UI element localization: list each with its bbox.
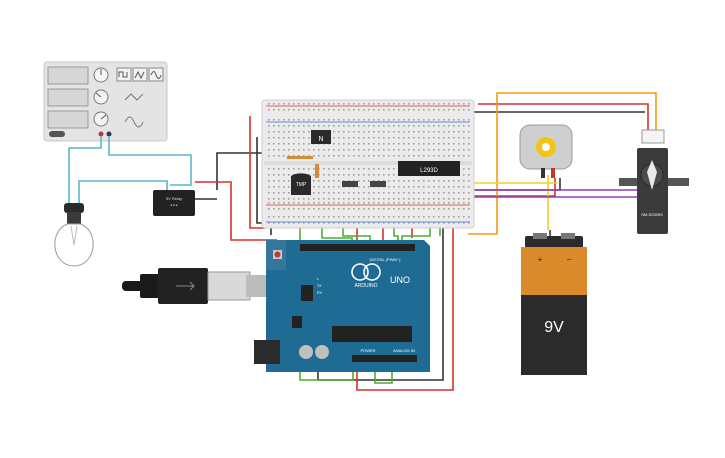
output-terminal-positive[interactable] (98, 131, 104, 137)
svg-text:ARDUINO: ARDUINO (354, 283, 377, 289)
temperature-sensor[interactable]: TMP (291, 173, 311, 195)
battery-voltage-label: 9V (544, 319, 564, 336)
sine-wave-icon (124, 116, 144, 128)
relay-module[interactable]: 5V Relay ■ ■ ■ (153, 190, 195, 216)
red-wire-servo[interactable] (478, 103, 649, 130)
pushbutton-2[interactable] (370, 181, 386, 187)
cyan-wire-1[interactable] (68, 136, 102, 205)
arduino-uno[interactable]: ARDUINO UNO DIGITAL (PWM~) POWER ANALOG … (254, 240, 430, 372)
servo-horn-icon (647, 160, 657, 190)
cyan-wire-2[interactable] (108, 136, 192, 186)
battery-9v[interactable]: + − 9V (521, 233, 587, 375)
triangle-wave-icon (124, 93, 144, 101)
output-terminal-negative[interactable] (106, 131, 112, 137)
npn-transistor[interactable]: N (311, 130, 331, 144)
black-wire-relay[interactable] (216, 152, 262, 190)
svg-text:■ ■ ■: ■ ■ ■ (170, 203, 177, 207)
square-wave-button[interactable] (116, 67, 132, 82)
resistor[interactable] (287, 156, 319, 178)
svg-text:TX: TX (317, 284, 322, 288)
power-switch[interactable] (49, 131, 65, 137)
cyan-wire-3[interactable] (78, 180, 168, 205)
motor-driver-chip[interactable]: L293D (398, 161, 460, 176)
svg-text:+: + (538, 255, 543, 264)
svg-text:ANALOG IN: ANALOG IN (393, 348, 415, 353)
svg-text:POWER: POWER (360, 348, 375, 353)
dc-motor-icon[interactable] (519, 124, 573, 178)
orange-wire-servo[interactable] (468, 92, 657, 235)
triangle-wave-button[interactable] (132, 67, 148, 82)
pushbutton-1[interactable] (342, 181, 358, 187)
svg-text:RX: RX (317, 291, 323, 295)
usb-plug-icon[interactable] (122, 268, 266, 304)
svg-text:L293D: L293D (420, 168, 438, 174)
relay-label: 5V Relay (166, 196, 182, 201)
svg-text:N: N (318, 136, 323, 143)
red-wire-relay[interactable] (195, 181, 277, 241)
svg-text:TMP: TMP (296, 182, 307, 188)
arduino-logo-icon (351, 263, 369, 281)
black-wire-gnd[interactable] (317, 227, 444, 381)
servo-motor[interactable]: SM-S2309S (619, 129, 689, 234)
svg-text:L: L (317, 277, 319, 281)
microcontroller-chip (332, 326, 412, 342)
light-bulb-icon[interactable] (54, 203, 94, 267)
svg-text:SM-S2309S: SM-S2309S (641, 212, 663, 217)
function-generator[interactable] (43, 61, 168, 142)
red-wire-5v[interactable] (356, 228, 454, 391)
svg-text:−: − (567, 255, 572, 264)
svg-text:DIGITAL (PWM~): DIGITAL (PWM~) (370, 257, 402, 262)
svg-text:UNO: UNO (390, 275, 410, 285)
